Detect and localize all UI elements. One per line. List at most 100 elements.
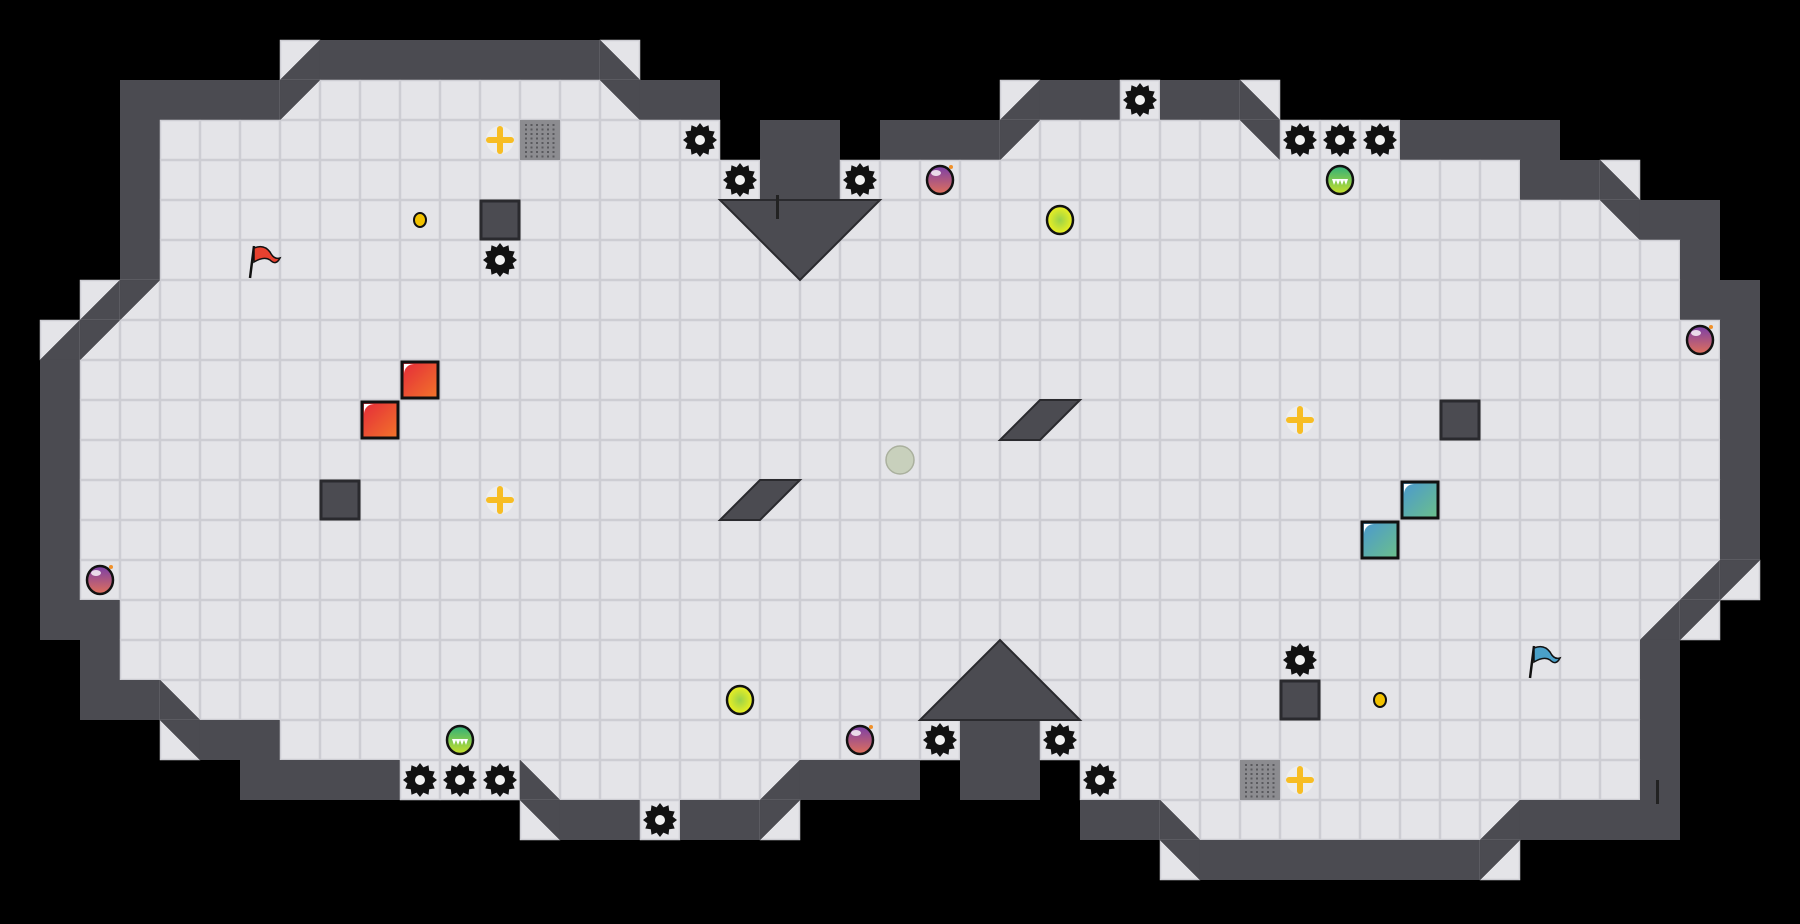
floor-tile [159,279,201,321]
grate-hole [536,133,538,135]
floor-tile [119,599,161,641]
cross-horizontal [486,497,514,503]
floor-tile [1519,399,1561,441]
wall-tile [120,680,160,720]
grate-hole [552,155,555,158]
tile-layer [39,39,1761,881]
floor-tile [1159,559,1201,601]
floor-tile [319,679,361,721]
floor-tile [439,559,481,601]
floor-tile [199,519,241,561]
blue-box-body [1360,520,1400,560]
floor-tile [799,279,841,321]
floor-tile [1319,399,1361,441]
grate-hole [1256,773,1258,775]
grate-hole [541,142,544,144]
floor-tile [519,639,561,681]
floor-tile [1679,479,1721,521]
floor-tile [1599,439,1641,481]
wall-tile [1480,120,1520,160]
floor-tile [999,439,1041,481]
floor-tile [399,79,441,121]
floor-tile [399,399,441,441]
floor-tile [1599,319,1641,361]
floor-tile [439,519,481,561]
wall-tile [240,720,280,760]
floor-tile [799,359,841,401]
floor-tile [1319,759,1361,801]
floor-tile [1599,559,1641,601]
gear-saw-icon [483,243,517,277]
floor-tile [399,479,441,521]
wall-mark [776,195,779,219]
grate-hole [530,142,533,144]
floor-tile [119,479,161,521]
grate-hole [1256,768,1258,771]
wall-block [1439,399,1481,441]
floor-tile [879,519,921,561]
wall-tile [80,600,120,640]
floor-tile [159,599,201,641]
bomb-body [845,724,875,756]
grate-hole [1250,773,1253,775]
floor-tile [559,759,601,801]
powerup-ball-icon [1045,204,1075,236]
floor-tile [1079,639,1121,681]
floor-tile [839,479,881,521]
floor-tile [719,719,761,761]
wall-tile [40,600,80,640]
floor-tile [1279,319,1321,361]
gear-hole [455,775,465,785]
grate-hole [1245,782,1247,784]
floor-tile [279,479,321,521]
floor-tile [839,599,881,641]
floor-tile [1559,559,1601,601]
floor-tile [159,399,201,441]
floor-tile [1239,639,1281,681]
floor-tile [279,359,321,401]
floor-tile [559,559,601,601]
floor-tile [239,639,281,681]
floor-tile [199,599,241,641]
grate-hole [552,124,555,126]
grate-hole [547,124,549,126]
floor-tile [1559,599,1601,641]
wall-tile [200,720,240,760]
floor-tile [1159,439,1201,481]
gear-hole [495,775,505,785]
floor-tile [399,639,441,681]
floor-tile [719,639,761,681]
floor-tile [239,399,281,441]
blue-box-shine [1364,524,1374,534]
floor-tile [759,559,801,601]
floor-tile [679,639,721,681]
floor-tile [959,159,1001,201]
floor-tile [719,359,761,401]
grate-hole [1261,764,1264,766]
floor-tile [879,359,921,401]
floor-tile [1519,319,1561,361]
floor-tile [1319,719,1361,761]
floor-tile [679,159,721,201]
floor-tile [119,519,161,561]
floor-tile [159,559,201,601]
floor-tile [1199,479,1241,521]
floor-tile [479,79,521,121]
floor-tile [839,359,881,401]
floor-tile [519,559,561,601]
floor-tile [319,519,361,561]
floor-tile [1599,399,1641,441]
grate-hole [1272,764,1275,766]
chomper-ball-icon [445,724,475,756]
floor-tile [1279,719,1321,761]
grate-hole [1261,795,1264,798]
floor-tile [639,599,681,641]
floor-tile [359,119,401,161]
grate-hole [536,146,538,149]
floor-tile [1359,479,1401,521]
floor-tile [1239,679,1281,721]
grate-hole [1256,764,1258,766]
floor-tile [1159,719,1201,761]
